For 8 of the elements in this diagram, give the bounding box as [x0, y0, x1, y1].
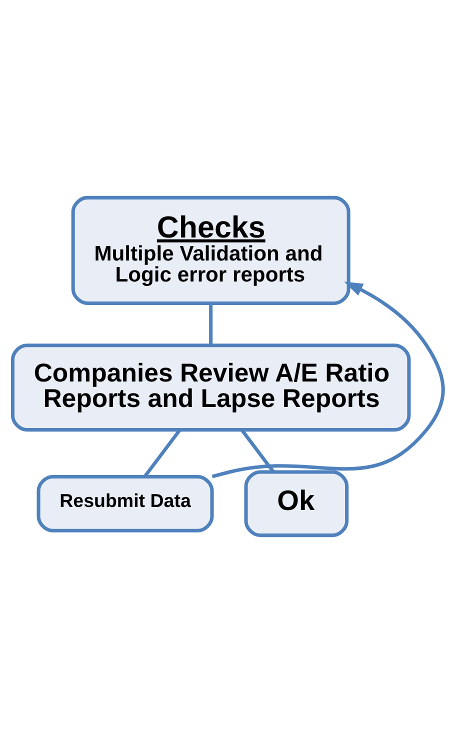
node-box: Checks Multiple Validation and Logic error reports: [71, 196, 350, 305]
node-box: Ok: [244, 470, 349, 538]
connector: [240, 428, 275, 473]
node-box: Companies Review A/E Ratio Reports and Lapse Reports: [10, 344, 411, 432]
arrow: [212, 282, 445, 478]
node-box: Resubmit Data: [36, 474, 214, 532]
connector: [209, 303, 213, 346]
connector: [144, 428, 182, 478]
